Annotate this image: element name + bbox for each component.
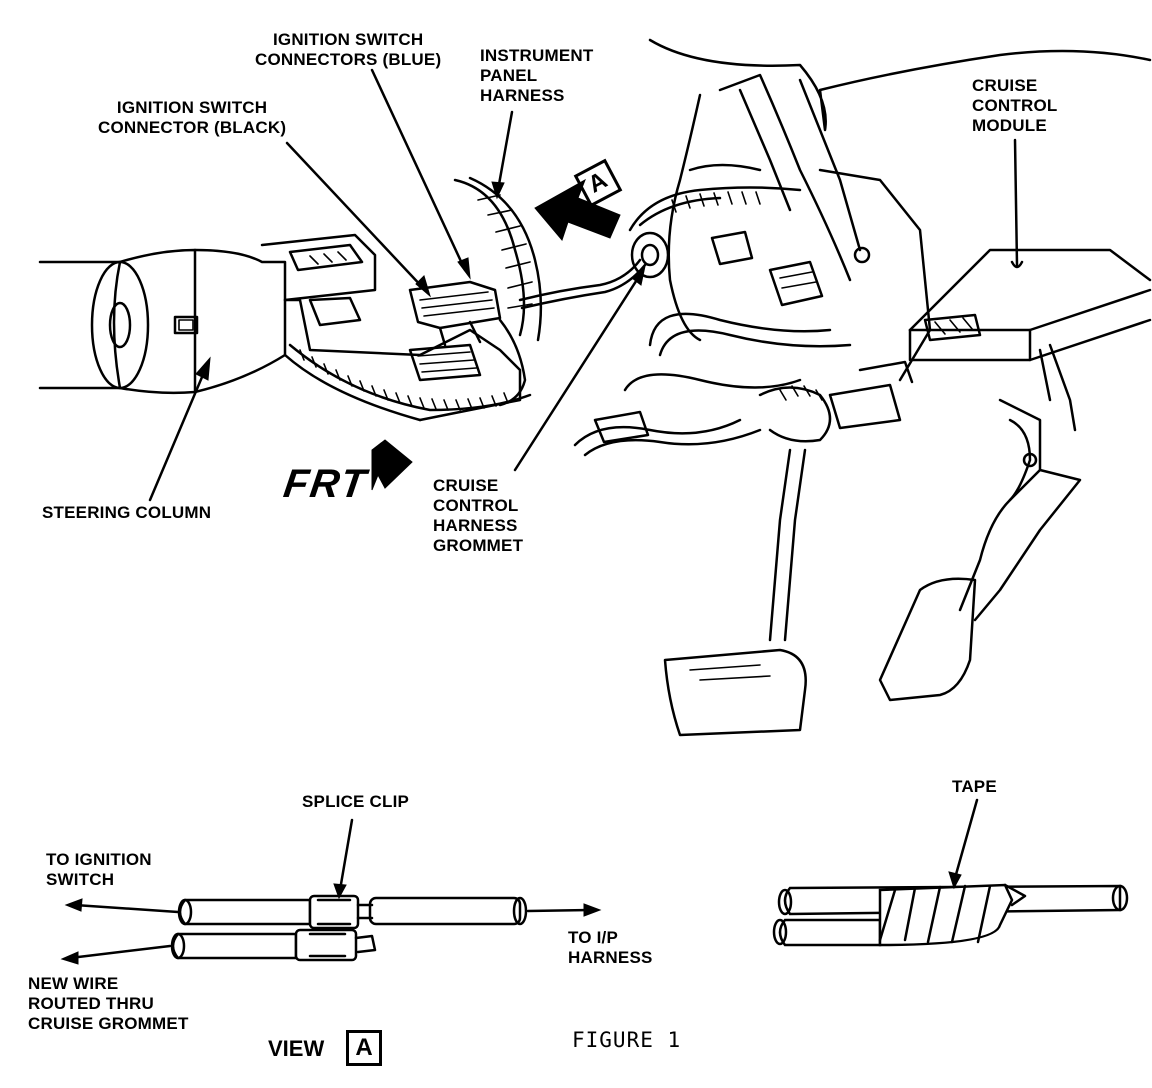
label-ignition-switch-connector-black: IGNITION SWITCH CONNECTOR (BLACK) xyxy=(98,98,287,137)
label-instrument-panel-harness: INSTRUMENT PANEL HARNESS xyxy=(480,46,594,105)
pedal-bracket-drawing xyxy=(573,38,1152,737)
label-view: VIEW xyxy=(268,1036,325,1061)
view-letter-box: A xyxy=(346,1030,382,1066)
tape-detail xyxy=(772,798,1129,947)
label-frt: FRT xyxy=(280,462,371,506)
front-direction-arrow xyxy=(371,439,413,491)
label-steering-column: STEERING COLUMN xyxy=(42,503,212,522)
label-cruise-control-harness-grommet: CRUISE CONTROL HARNESS GROMMET xyxy=(433,476,524,555)
label-tape: TAPE xyxy=(952,777,997,796)
leader-lines xyxy=(148,68,1024,502)
label-splice-clip: SPLICE CLIP xyxy=(302,792,410,811)
steering-column-drawing xyxy=(38,233,532,422)
view-a-arrow xyxy=(534,178,621,242)
label-new-wire-routed: NEW WIRE ROUTED THRU CRUISE GROMMET xyxy=(28,974,189,1033)
label-ignition-switch-connectors-blue: IGNITION SWITCH CONNECTORS (BLUE) xyxy=(255,30,442,69)
label-cruise-control-module: CRUISE CONTROL MODULE xyxy=(972,76,1058,135)
label-to-ip-harness: TO I/P HARNESS xyxy=(568,928,653,967)
label-to-ignition-switch: TO IGNITION SWITCH xyxy=(46,850,152,889)
view-a-splice-detail xyxy=(60,818,602,965)
figure-caption: FIGURE 1 xyxy=(572,1028,682,1052)
